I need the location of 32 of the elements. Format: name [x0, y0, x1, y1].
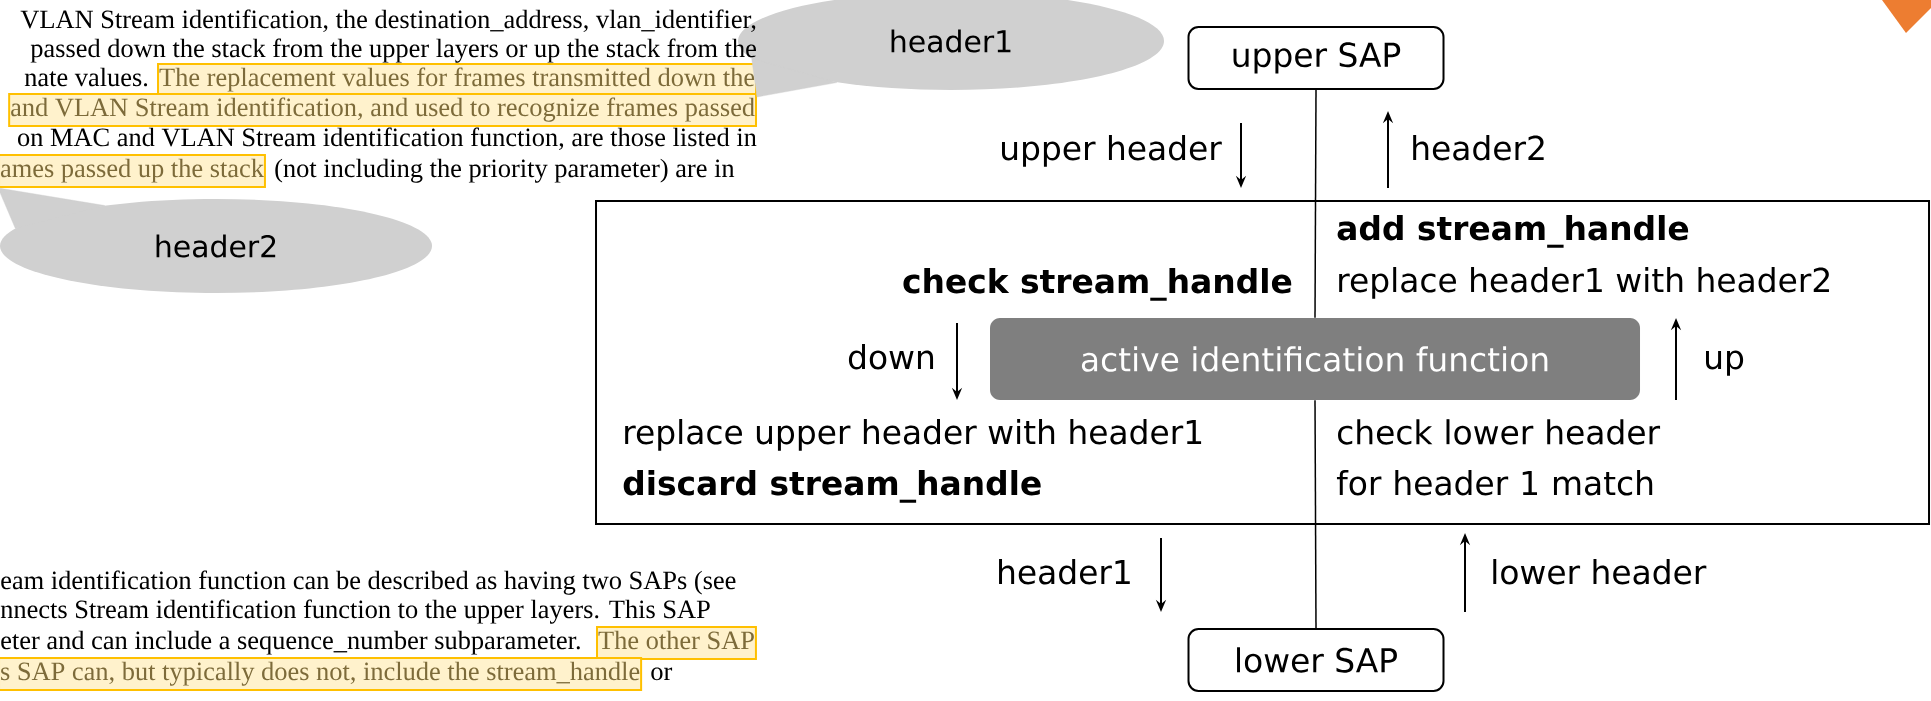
arrow-label: lower header [1493, 559, 1707, 585]
document-text: eam identification function can be described as having two SAPs (see [1, 570, 736, 595]
arrow-label: upper header [1002, 135, 1222, 167]
document-text: or [651, 667, 673, 681]
document-text: eter and can include a sequence_number subparameter. [1, 630, 580, 655]
arrow-label: header2 [1413, 135, 1544, 161]
step-text: replace upper header with header1 [625, 419, 1202, 451]
step-text: discard stream_handle [623, 470, 1041, 503]
arrow-label: header1 [999, 559, 1130, 585]
highlighted-text: and VLAN Stream identification, and used to recognize frames passed [8, 93, 757, 127]
highlighted-text: ames passed up the stack [0, 154, 266, 188]
document-text: (not including the priority parameter) are in [275, 158, 735, 183]
step-text: add stream_handle [1337, 215, 1689, 248]
arrow-label: down [848, 344, 934, 370]
document-text: VLAN Stream identification, the destination_address, vlan_identifier, [20, 9, 756, 33]
connector-line [1314, 89, 1317, 319]
step-text: replace header1 with header2 [1339, 267, 1829, 299]
step-text: check lower header for header 1 match [1336, 419, 1661, 496]
document-text: on MAC and VLAN Stream identification function, are those listed in [18, 127, 757, 151]
arrow-label: up [1706, 350, 1744, 376]
highlighted-text: The replacement values for frames transmitted down the [157, 63, 757, 97]
function-box: active identification function [990, 318, 1640, 400]
document-text: nate values. [24, 67, 148, 87]
document-text: nnects Stream identification function to the upper layers. This SAP [0, 599, 710, 624]
callout-tail [751, 58, 838, 98]
step-text: check stream_handle [903, 268, 1292, 301]
sap-box: upper SAP [1187, 26, 1445, 90]
connector-line [1314, 399, 1317, 629]
highlighted-text: The other SAP [596, 626, 757, 660]
document-text: passed down the stack from the upper layers or up the stack from the [30, 38, 756, 63]
callout-tail [0, 187, 105, 229]
sap-box: lower SAP [1187, 628, 1445, 692]
